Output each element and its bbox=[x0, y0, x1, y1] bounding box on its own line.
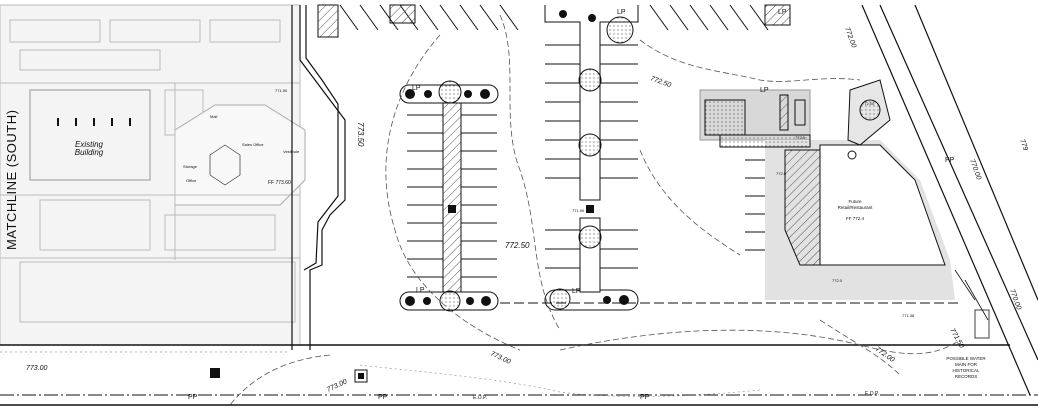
room-sales-office: Sales Office bbox=[242, 142, 264, 147]
spot-elev-5: 771.38 bbox=[902, 313, 915, 318]
contour-label-772-00-top: 772.00 bbox=[843, 26, 857, 49]
parking-island-1 bbox=[399, 80, 499, 312]
future-building bbox=[699, 79, 955, 300]
contour-label-772-00: 772.00 bbox=[874, 346, 896, 364]
room-vestibule: Vestibule bbox=[283, 149, 300, 154]
contour-label-772-50-a: 772.50 bbox=[505, 241, 530, 250]
room-office: Office bbox=[186, 178, 197, 183]
spot-elev-6: 772.0 bbox=[832, 278, 843, 283]
existing-building-label-2: Building bbox=[75, 148, 104, 157]
contour-label-770-00-a: 770.00 bbox=[1008, 288, 1022, 311]
contour-label-773-00-b: 773.00 bbox=[26, 365, 48, 372]
room-mail: Mail bbox=[210, 114, 217, 119]
contour-label-772-50-b: 772.50 bbox=[649, 75, 672, 89]
water-note-1: POSSIBLE WATER bbox=[946, 356, 986, 361]
lp-label-1: LP bbox=[412, 85, 421, 92]
eop-label-1: E.O.P. bbox=[473, 395, 487, 401]
east-parking-stalls bbox=[745, 159, 765, 251]
contour-label-779: 779 bbox=[1018, 138, 1029, 151]
future-ff-label: FF 772.4 bbox=[846, 216, 865, 221]
contour-label-771-50: 771.50 bbox=[948, 328, 965, 350]
existing-building-windows bbox=[57, 118, 131, 126]
spot-elev-4: 771.90 bbox=[572, 208, 585, 213]
lp-label-6: LP bbox=[760, 87, 769, 94]
lp-label-3: LP bbox=[572, 288, 581, 295]
spot-elev-2: 772.00 bbox=[862, 101, 875, 106]
pp-label-3: PP bbox=[640, 394, 650, 401]
pp-label-1: PP bbox=[188, 394, 198, 401]
matchline-label: MATCHLINE (SOUTH) bbox=[4, 110, 19, 250]
future-building-label-1: Future bbox=[848, 199, 862, 204]
lp-label-2: LP bbox=[416, 287, 425, 294]
lp-label-5: LP bbox=[778, 9, 787, 16]
contour-label-773-00-a: 773.00 bbox=[489, 350, 511, 365]
contour-label-773-00-c: 773.00 bbox=[326, 378, 348, 393]
contour-label-773-50: 773.50 bbox=[356, 122, 365, 147]
water-note-2: MAIN FOR bbox=[955, 362, 978, 367]
water-note-4: RECORDS bbox=[955, 374, 978, 379]
pp-label-2: PP bbox=[378, 394, 388, 401]
road-edge bbox=[0, 394, 1038, 406]
contour-lines bbox=[229, 14, 961, 406]
ne-curb bbox=[954, 269, 990, 339]
parking-island-2 bbox=[544, 5, 639, 311]
existing-ff-label: FF 773.60 bbox=[268, 180, 291, 186]
water-note-3: HISTORICAL bbox=[953, 368, 980, 373]
spot-elev-7: 772.0 bbox=[776, 171, 787, 176]
spot-elev-1: 771.50 bbox=[275, 88, 288, 93]
future-building-label-2: Retail/Restaurant bbox=[838, 205, 874, 210]
lp-label-4: LP bbox=[617, 9, 626, 16]
parcel-lines bbox=[0, 4, 1038, 396]
existing-building-area bbox=[0, 4, 306, 346]
pp-label-4: PP bbox=[945, 157, 955, 164]
eop-label-2: E.O.P. bbox=[865, 391, 879, 397]
existing-building-label-1: Existing bbox=[75, 140, 104, 149]
room-storage: Storage bbox=[183, 164, 198, 169]
spot-elev-3: 772.5 bbox=[795, 135, 806, 140]
